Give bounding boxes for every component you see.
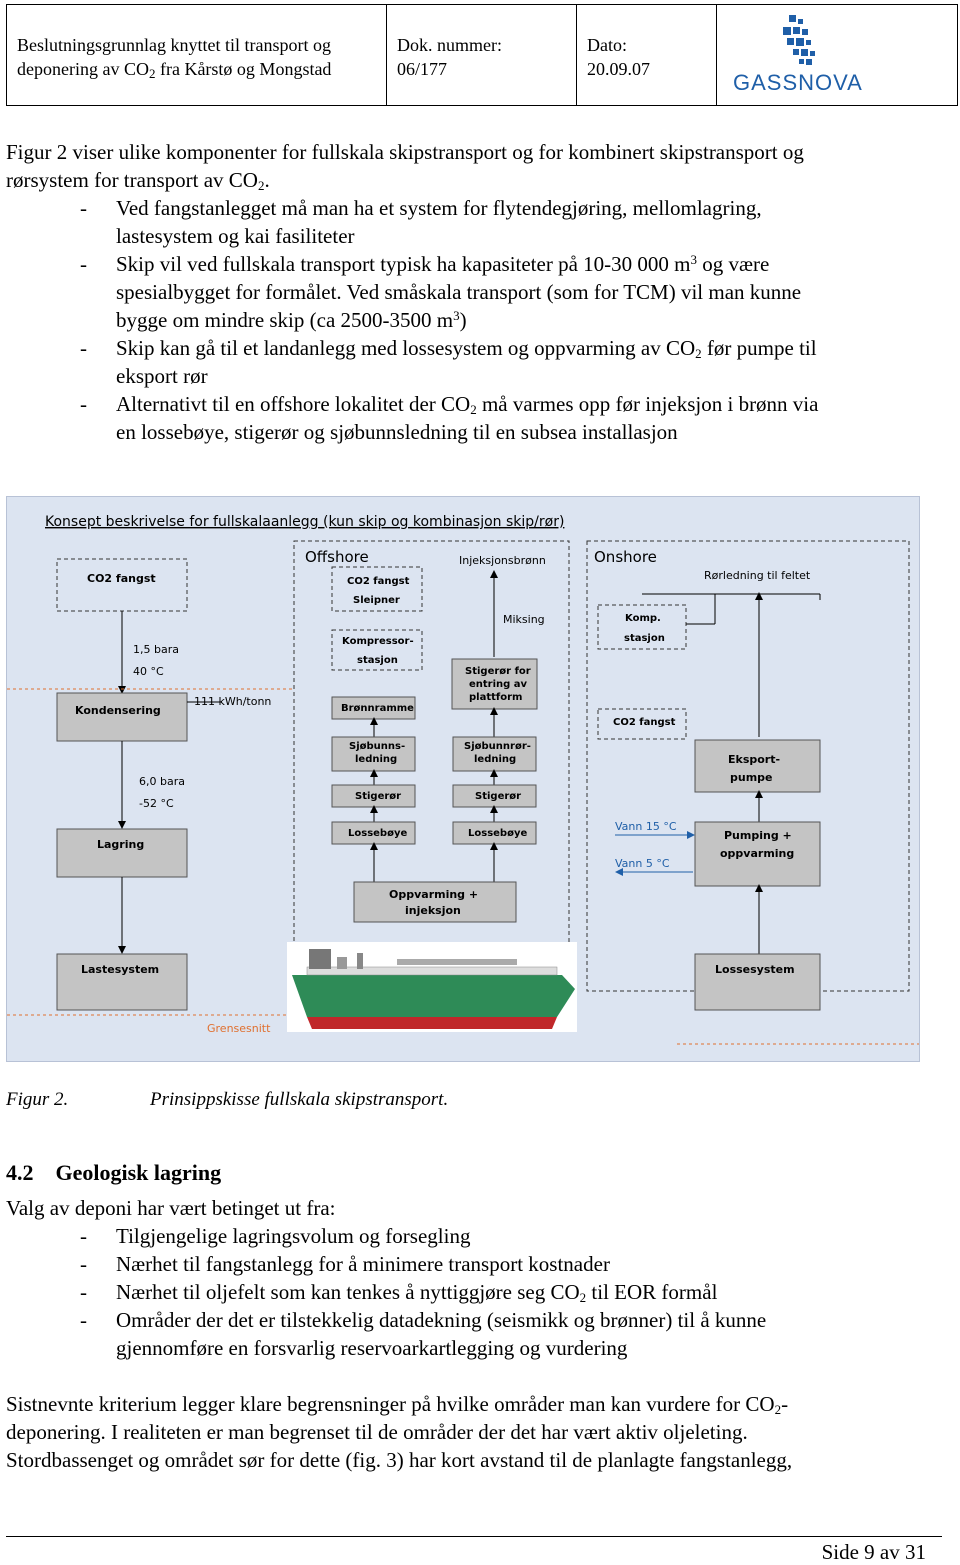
footer-divider: [6, 1536, 942, 1537]
kompressor-label-2: stasjon: [357, 655, 398, 666]
co2-fangst-label: CO2 fangst: [87, 572, 156, 585]
concept-diagram: Konsept beskrivelse for fullskalaanlegg …: [7, 514, 919, 1045]
pressure-1: 1,5 bara: [133, 643, 179, 656]
closing-line3: Stordbassenget og området sør for dette …: [6, 1448, 793, 1472]
section-heading: 4.2 Geologisk lagring: [6, 1160, 221, 1186]
document-header: Beslutningsgrunnlag knyttet til transpor…: [6, 4, 958, 106]
grensesnitt-label: Grensesnitt: [207, 1022, 271, 1035]
lastesystem-label: Lastesystem: [81, 963, 159, 976]
bronnramme-label: Brønnramme: [341, 703, 414, 714]
komp-label-1: Komp.: [625, 613, 661, 624]
doc-number-label: Dok. nummer:: [397, 35, 502, 55]
stigeror-entring-2: entring av: [469, 679, 528, 690]
injeksjonsbronn-label: Injeksjonsbrønn: [459, 554, 546, 567]
pumping-label-2: oppvarming: [720, 847, 794, 860]
header-date: Dato: 20.09.07: [577, 5, 717, 105]
stigeror-b-label: Stigerør: [475, 791, 521, 802]
stigeror-entring-3: plattform: [469, 692, 522, 703]
pumping-label-1: Pumping +: [724, 829, 792, 842]
lossebove-b-label: Lossebøye: [468, 828, 527, 839]
lagring-box: [56, 828, 188, 878]
temperature-2: -52 °C: [139, 797, 174, 810]
header-title-line1: Beslutningsgrunnlag knyttet til transpor…: [17, 35, 331, 55]
onshore-label: Onshore: [594, 548, 657, 566]
co2-fangst-onshore-label: CO2 fangst: [613, 717, 676, 728]
sjobunnror-label-2: ledning: [474, 754, 516, 765]
section-intro: Valg av deponi har vært betinget ut fra:: [6, 1196, 336, 1220]
header-title: Beslutningsgrunnlag knyttet til transpor…: [7, 5, 387, 105]
stigeror-a-label: Stigerør: [355, 791, 401, 802]
sleipner-label-2: Sleipner: [353, 595, 400, 606]
stigeror-entring-1: Stigerør for: [465, 666, 531, 677]
sleipner-label-1: CO2 fangst: [347, 576, 410, 587]
oppvarming-label-2: injeksjon: [405, 904, 461, 917]
closing-line1: Sistnevnte kriterium legger klare begren…: [6, 1392, 789, 1417]
caption-text: Prinsippskisse fullskala skipstransport.: [150, 1089, 449, 1110]
vann5-label: Vann 5 °C: [615, 857, 670, 870]
offshore-label: Offshore: [305, 548, 369, 566]
section-title: Geologisk lagring: [55, 1160, 222, 1185]
lastesystem-box: [56, 953, 188, 1011]
intro-line1: Figur 2 viser ulike komponenter for full…: [6, 140, 804, 164]
eksport-label-1: Eksport-: [728, 753, 780, 766]
lossebove-a-label: Lossebøye: [348, 828, 407, 839]
header-doc-number: Dok. nummer: 06/177: [387, 5, 577, 105]
figure-title: Konsept beskrivelse for fullskalaanlegg …: [45, 514, 564, 530]
date-label: Dato:: [587, 35, 627, 55]
closing-line2: deponering. I realiteten er man begrense…: [6, 1420, 748, 1444]
kompressor-label-1: Kompressor-: [342, 636, 414, 647]
komp-label-2: stasjon: [624, 633, 665, 644]
temperature-1: 40 °C: [133, 665, 164, 678]
oppvarming-label-1: Oppvarming +: [389, 888, 478, 901]
concept-figure: Konsept beskrivelse for fullskalaanlegg …: [6, 496, 920, 1062]
logo-text: GASSNOVA: [733, 70, 863, 95]
caption-label: Figur 2.: [6, 1089, 69, 1110]
kondensering-label: Kondensering: [75, 704, 161, 717]
kondensering-box: [56, 692, 188, 742]
doc-number-value: 06/177: [397, 59, 448, 79]
sjobunnror-label-1: Sjøbunnrør-: [464, 741, 531, 752]
logo-dots-icon: [783, 15, 815, 65]
vann15-label: Vann 15 °C: [615, 820, 677, 833]
gassnova-logo: GASSNOVA: [717, 5, 957, 105]
sjobunns-label-2: ledning: [355, 754, 397, 765]
pressure-2: 6,0 bara: [139, 775, 185, 788]
lossesystem-label: Lossesystem: [715, 963, 795, 976]
date-value: 20.09.07: [587, 59, 650, 79]
intro-line2: rørsystem for transport av CO2.: [6, 168, 270, 193]
page-number: Side 9 av 31: [821, 1540, 926, 1564]
eksport-label-2: pumpe: [730, 771, 773, 784]
energy-label: 111 kWh/tonn: [194, 695, 271, 708]
sjobunns-label-1: Sjøbunns-: [349, 741, 405, 752]
ship-icon: [287, 942, 577, 1032]
rorledning-label: Rørledning til feltet: [704, 569, 811, 582]
section-number: 4.2: [6, 1160, 34, 1185]
miksing-label: Miksing: [503, 613, 545, 626]
header-title-line2: deponering av CO2 fra Kårstø og Mongstad: [17, 59, 332, 81]
lagring-label: Lagring: [97, 838, 144, 851]
